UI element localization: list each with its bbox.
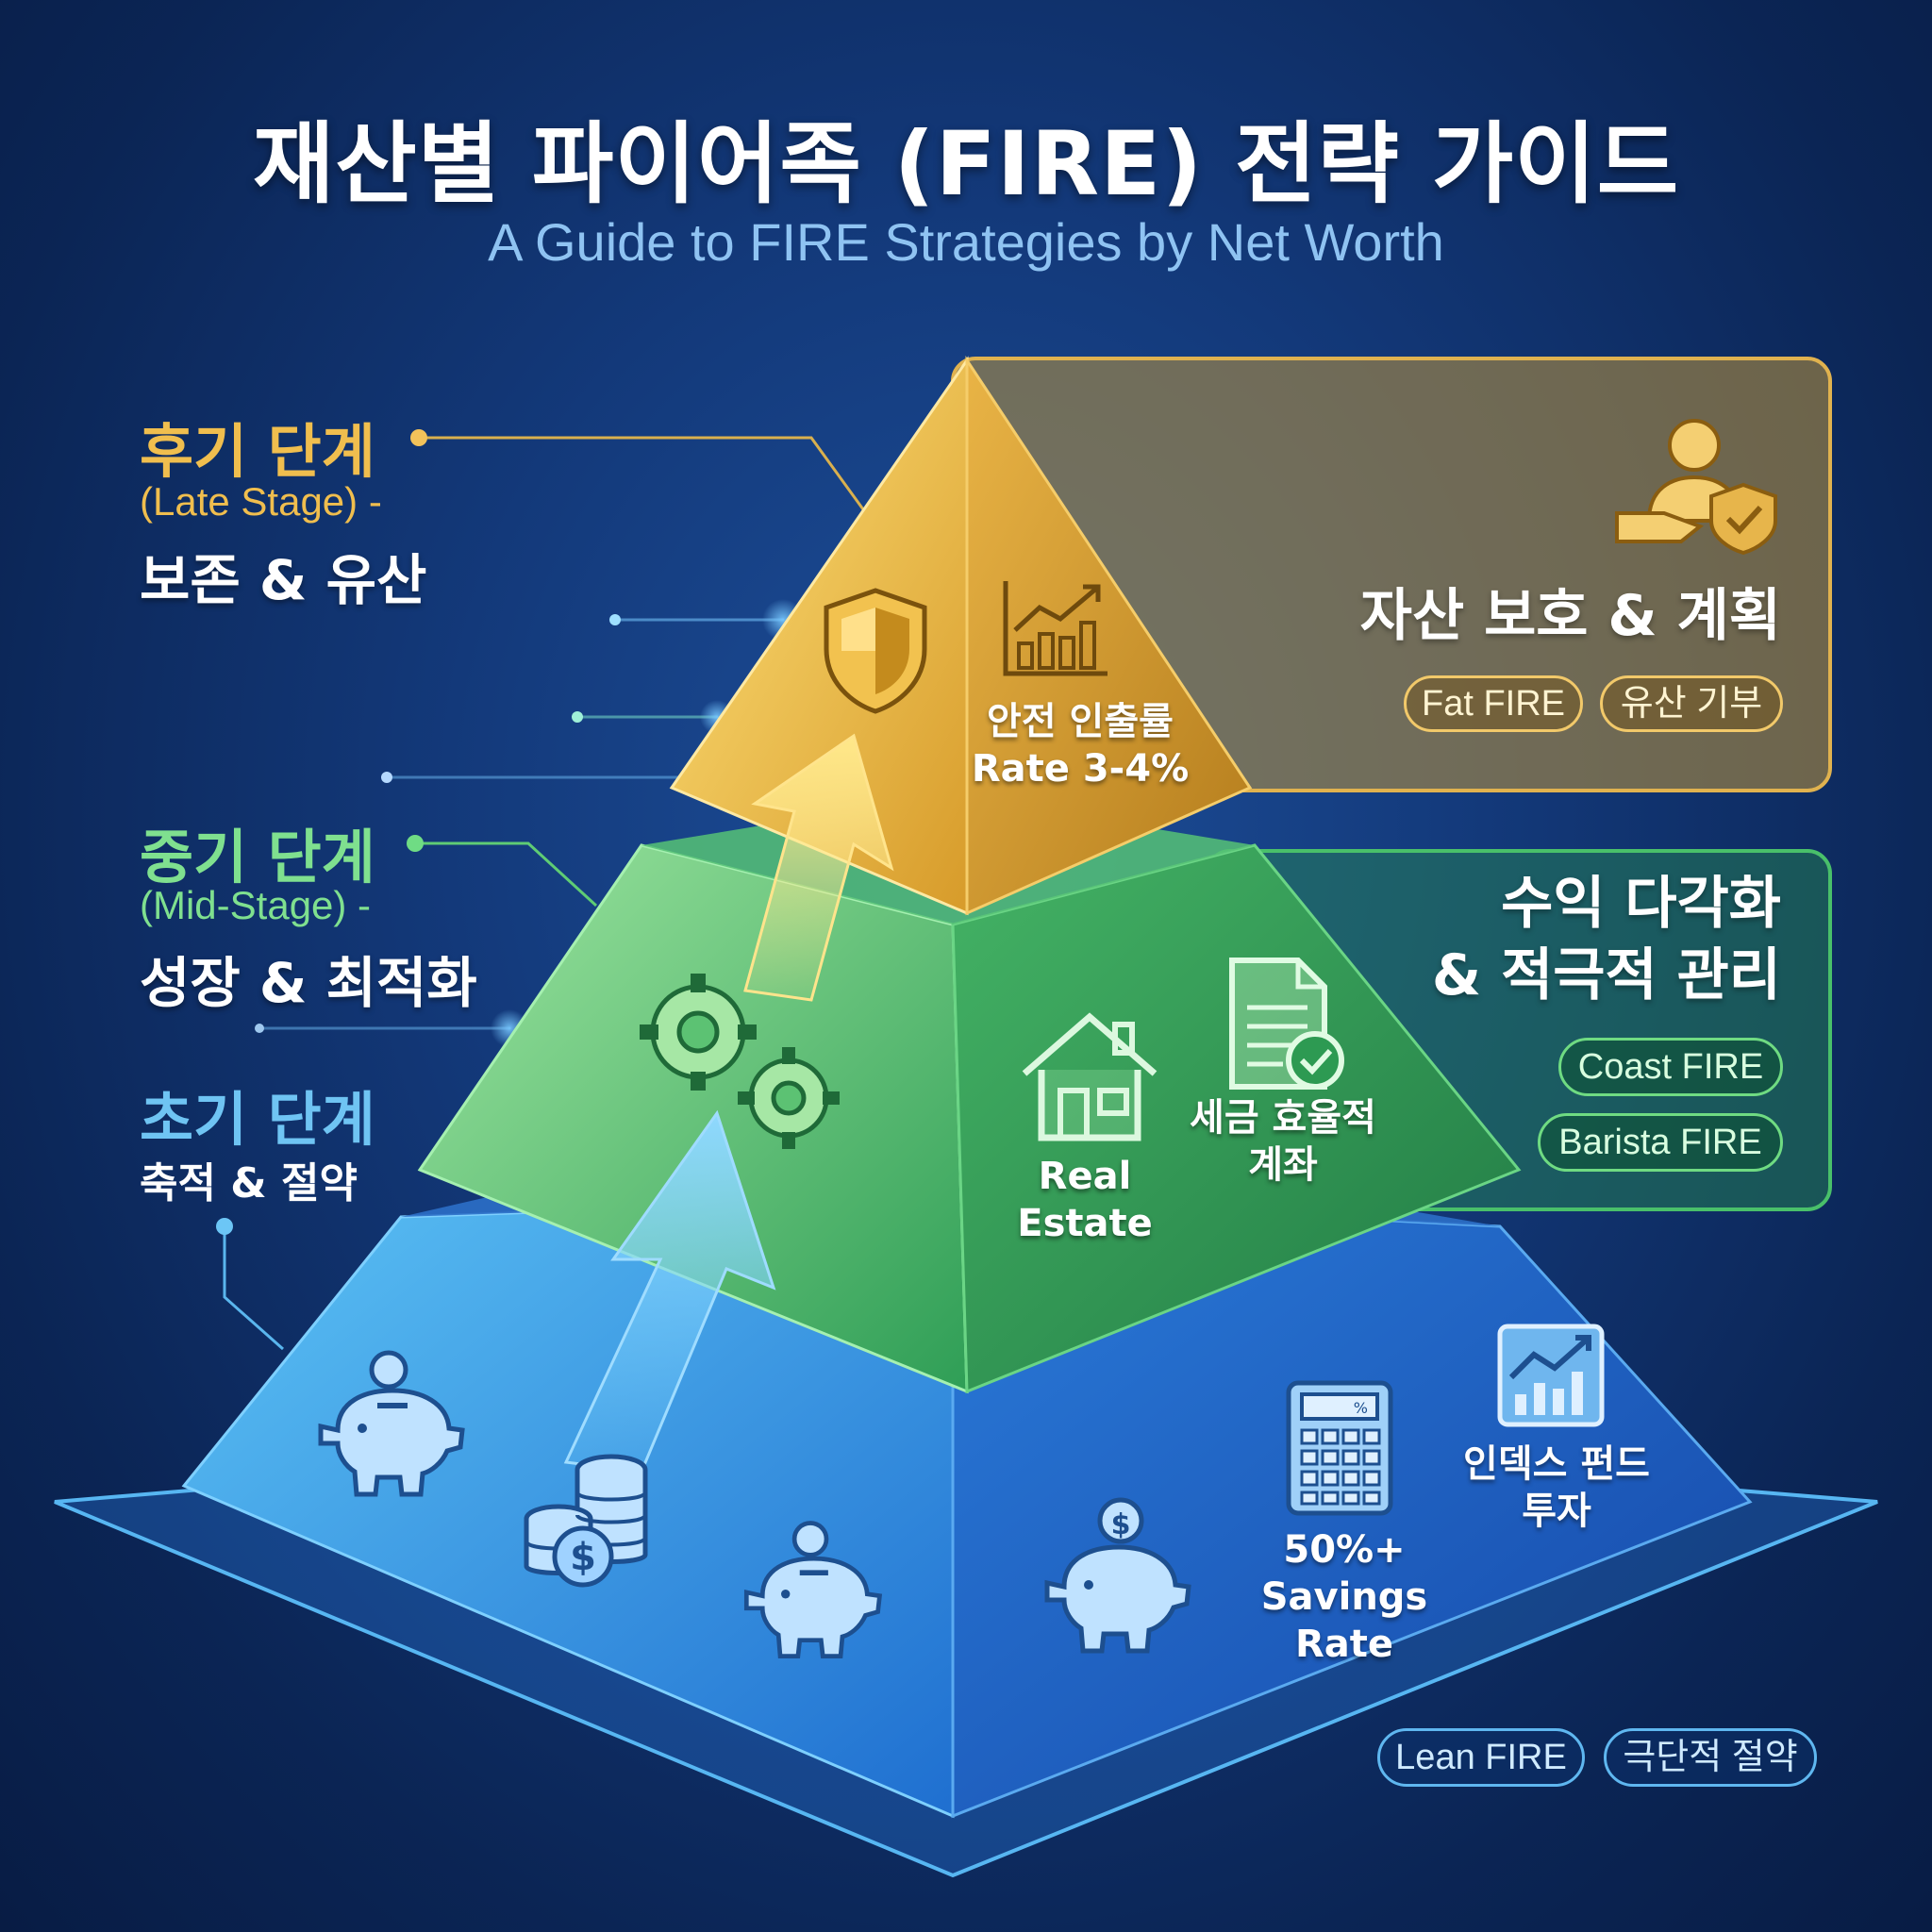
tag-extreme-saving: 극단적 절약 bbox=[1604, 1728, 1817, 1787]
safe-withdrawal-rate: Rate 3-4% bbox=[971, 747, 1190, 791]
house-icon bbox=[1022, 1012, 1158, 1141]
savings-piggy-icon: $ bbox=[1044, 1497, 1191, 1654]
coin-stack-icon: $ bbox=[524, 1454, 648, 1588]
early-stage-goal: 축적 & 절약 bbox=[140, 1159, 358, 1208]
advisor-shield-icon bbox=[1615, 419, 1777, 556]
piggy-bank-icon bbox=[318, 1350, 465, 1497]
shield-icon bbox=[824, 588, 927, 714]
mid-stage-goal: 성장 & 최적화 bbox=[140, 951, 477, 1015]
growth-arrow-blue bbox=[563, 1109, 776, 1474]
early-stage-label: 초기 단계 bbox=[140, 1085, 375, 1154]
top-tier-right-face bbox=[965, 356, 1253, 916]
safe-withdrawal-label: 안전 인출률 Rate 3-4% bbox=[953, 698, 1208, 792]
middle-panel-title: 수익 다각화 & 적극적 관리 bbox=[1432, 868, 1781, 1011]
page-title: 재산별 파이어족 (FIRE) 전략 가이드 bbox=[252, 113, 1680, 216]
gears-icon bbox=[640, 974, 840, 1149]
piggy-bank-icon-2 bbox=[743, 1521, 883, 1658]
middle-panel-title-line1: 수익 다각화 bbox=[1501, 871, 1781, 937]
tag-lean-fire: Lean FIRE bbox=[1377, 1728, 1585, 1787]
late-stage-goal: 보존 & 유산 bbox=[140, 548, 427, 612]
index-fund-label: 인덱스 펀드 투자 bbox=[1463, 1442, 1650, 1533]
chart-icon bbox=[1497, 1324, 1605, 1427]
savings-rate-value: 50%+ bbox=[1283, 1528, 1406, 1572]
document-check-icon bbox=[1229, 958, 1344, 1090]
middle-panel-title-line2: & 적극적 관리 bbox=[1431, 942, 1781, 1008]
tag-fat-fire: Fat FIRE bbox=[1404, 675, 1583, 732]
safe-withdrawal-label-ko: 안전 인출률 bbox=[987, 700, 1174, 743]
svg-text:%: % bbox=[1354, 1399, 1368, 1417]
calculator-icon: % bbox=[1286, 1380, 1393, 1516]
real-estate-label: Real Estate bbox=[1017, 1155, 1153, 1245]
tag-coast-fire: Coast FIRE bbox=[1558, 1038, 1783, 1096]
bar-chart-up-icon bbox=[1003, 581, 1108, 676]
svg-text:$: $ bbox=[1111, 1508, 1131, 1541]
late-stage-label: 후기 단계 bbox=[140, 417, 375, 486]
top-panel-title: 자산 보호 & 계획 bbox=[1359, 583, 1781, 649]
page-subtitle: A Guide to FIRE Strategies by Net Worth bbox=[488, 212, 1444, 272]
mid-stage-english: (Mid-Stage) - bbox=[140, 883, 372, 927]
tag-legacy-giving: 유산 기부 bbox=[1600, 675, 1783, 732]
middle-tier-right-face bbox=[951, 843, 1522, 1394]
late-stage-english: (Late Stage) - bbox=[140, 479, 382, 524]
tag-barista-fire: Barista FIRE bbox=[1538, 1113, 1783, 1172]
tax-efficient-account-label: 세금 효율적 계좌 bbox=[1190, 1096, 1376, 1187]
svg-text:$: $ bbox=[570, 1536, 596, 1579]
savings-rate-label: 50%+ Savings Rate bbox=[1208, 1526, 1481, 1668]
growth-arrow-gold bbox=[743, 733, 894, 1002]
mid-stage-label: 중기 단계 bbox=[140, 823, 375, 891]
savings-rate-text: Savings Rate bbox=[1260, 1575, 1428, 1666]
